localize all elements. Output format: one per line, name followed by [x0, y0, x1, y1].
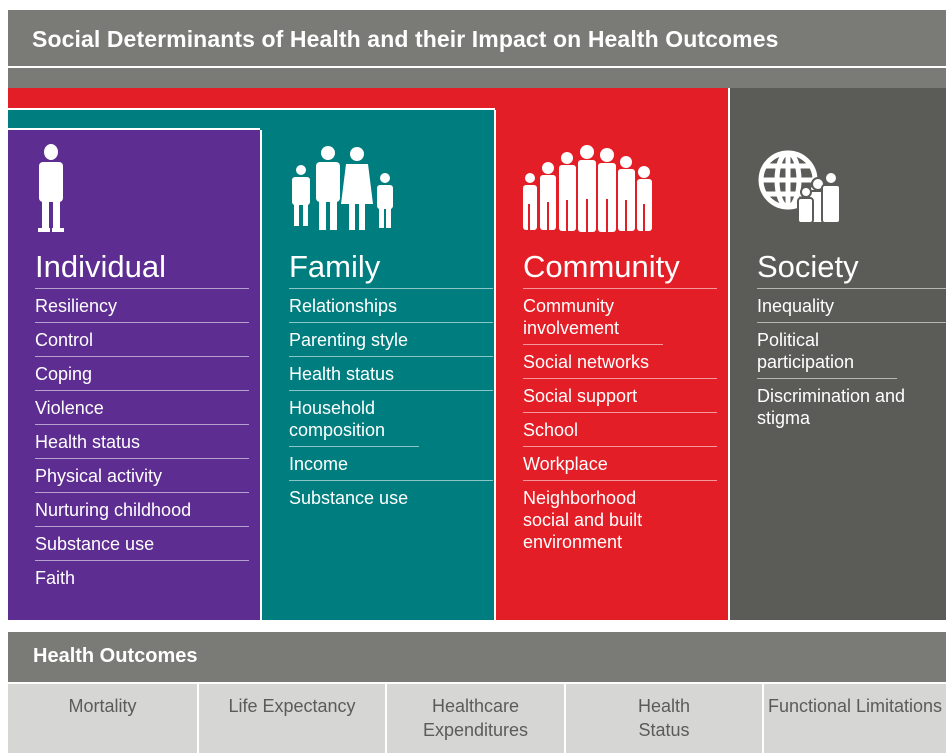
- title-rule: [35, 288, 249, 289]
- individual-title: Individual: [35, 249, 166, 284]
- family-title: Family: [289, 249, 381, 284]
- page-title: Social Determinants of Health and their …: [32, 26, 779, 52]
- society-band-top: [8, 68, 946, 88]
- title-rule: [289, 288, 493, 289]
- title-divider: [8, 66, 946, 68]
- list-item: Resiliency: [35, 289, 249, 323]
- list-item: School: [523, 413, 717, 447]
- outcomes-header: [8, 632, 946, 682]
- list-item: Social support: [523, 379, 717, 413]
- family-column: Family Relationships Parenting style Hea…: [289, 248, 493, 514]
- outcome-separator: [762, 684, 764, 753]
- panel-divider: [728, 88, 730, 620]
- community-column: Community Community involvement Social n…: [523, 248, 717, 558]
- outcome-separator: [385, 684, 387, 753]
- outcome-cell: Health Status: [637, 696, 691, 740]
- list-item: Discrimination and stigma: [757, 386, 906, 428]
- outcome-separator: [564, 684, 566, 753]
- list-item: Parenting style: [289, 323, 493, 357]
- outcomes-divider: [8, 682, 946, 684]
- list-item: Relationships: [289, 289, 493, 323]
- list-item: Community involvement: [523, 289, 663, 345]
- list-item: Substance use: [35, 527, 249, 561]
- list-item: Political participation: [757, 323, 897, 379]
- list-item: Physical activity: [35, 459, 249, 493]
- list-item: Coping: [35, 357, 249, 391]
- panel-divider: [8, 108, 495, 110]
- list-item: Social networks: [523, 345, 717, 379]
- society-title: Society: [757, 249, 859, 284]
- person-icon: [38, 144, 64, 232]
- outcome-cell: Mortality: [68, 696, 137, 716]
- list-item: Nurturing childhood: [35, 493, 249, 527]
- list-item: Substance use: [289, 488, 409, 508]
- individual-panel: [8, 130, 260, 620]
- crowd-icon: [523, 145, 652, 232]
- title-rule: [757, 288, 946, 289]
- title-rule: [523, 288, 717, 289]
- list-item: Household composition: [289, 391, 419, 447]
- outcome-separator: [197, 684, 199, 753]
- list-item: Income: [289, 447, 493, 481]
- outcomes-row: [8, 684, 946, 753]
- globe-people-icon: [758, 150, 841, 224]
- list-item: Workplace: [523, 447, 717, 481]
- list-item: Neighborhood social and built environmen…: [523, 488, 643, 552]
- outcomes-title: Health Outcomes: [33, 645, 198, 667]
- outcome-cell: Functional Limitations: [767, 696, 943, 716]
- panel-divider: [494, 110, 496, 620]
- panel-divider: [260, 130, 262, 620]
- panel-divider: [8, 128, 260, 130]
- outcome-cell: Healthcare Expenditures: [422, 696, 529, 740]
- list-item: Control: [35, 323, 249, 357]
- list-item: Violence: [35, 391, 249, 425]
- outcome-cell: Life Expectancy: [228, 696, 356, 716]
- list-item: Health status: [35, 425, 249, 459]
- title-bar: [8, 10, 946, 67]
- family-icon: [292, 146, 393, 230]
- list-item: Faith: [35, 568, 76, 588]
- society-column: Society Inequality Political participati…: [757, 248, 946, 434]
- individual-column: Individual Resiliency Control Coping Vio…: [35, 248, 249, 594]
- list-item: Inequality: [757, 289, 946, 323]
- community-title: Community: [523, 249, 680, 284]
- list-item: Health status: [289, 357, 493, 391]
